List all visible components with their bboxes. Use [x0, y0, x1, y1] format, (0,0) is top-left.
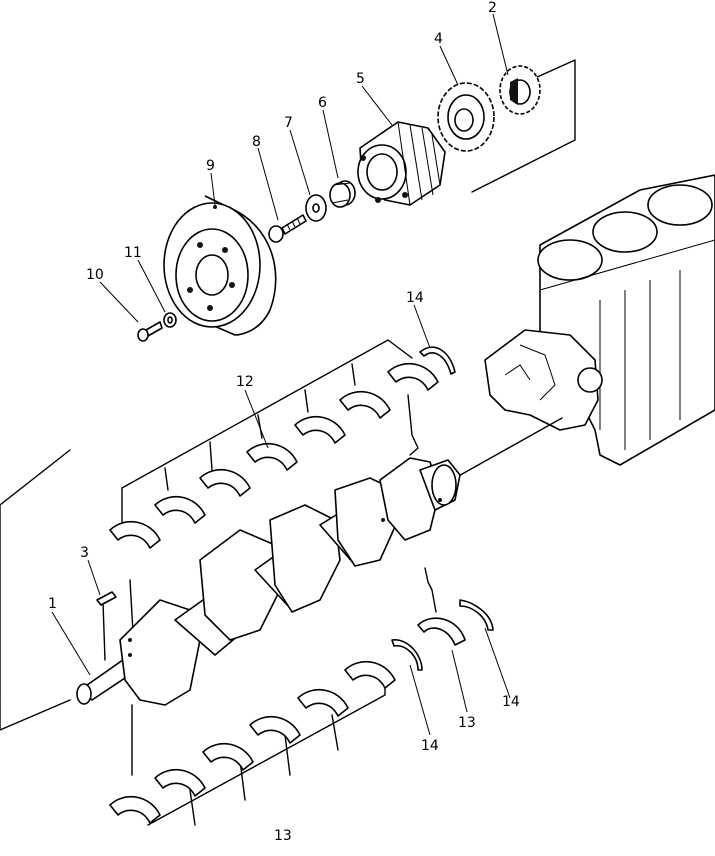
label-part-3: 3: [80, 545, 89, 561]
label-part-9: 9: [206, 158, 215, 174]
bolt-10: [137, 321, 163, 342]
bolt-8: [268, 214, 307, 243]
timing-gear-2: [499, 65, 541, 115]
label-part-12: 12: [236, 374, 254, 390]
pulley-9: [163, 195, 277, 336]
bracket-lines: [0, 59, 576, 826]
label-part-14-top: 14: [406, 290, 424, 306]
washer-7: [305, 194, 327, 222]
label-part-14-right: 14: [502, 694, 520, 710]
engine-block: [484, 174, 715, 466]
label-part-5: 5: [356, 71, 365, 87]
leader-lines: [51, 13, 511, 736]
label-part-7: 7: [284, 115, 293, 131]
label-part-14-lower: 14: [421, 738, 439, 754]
sprocket-4: [437, 82, 495, 152]
label-part-13-bottom: 13: [274, 828, 292, 844]
thrust-washers-14: [391, 346, 494, 671]
label-part-13-right: 13: [458, 715, 476, 731]
label-part-10: 10: [86, 267, 104, 283]
key-3: [96, 591, 117, 606]
part-labels: 1 2 3 4 5 6 7 8 9 10 11 12 13 13 14 14 1…: [48, 0, 520, 844]
crankshaft-1: [76, 457, 461, 706]
lower-bearing-shells-13: [109, 617, 466, 824]
label-part-6: 6: [318, 95, 327, 111]
spacer-6: [329, 180, 356, 208]
washer-11: [163, 312, 177, 328]
damper-housing-5: [357, 121, 446, 206]
label-part-1: 1: [48, 596, 57, 612]
label-part-11: 11: [124, 245, 142, 261]
label-part-4: 4: [434, 31, 443, 47]
upper-bearing-shells-12: [109, 363, 439, 549]
label-part-8: 8: [252, 134, 261, 150]
label-part-2: 2: [488, 0, 497, 16]
